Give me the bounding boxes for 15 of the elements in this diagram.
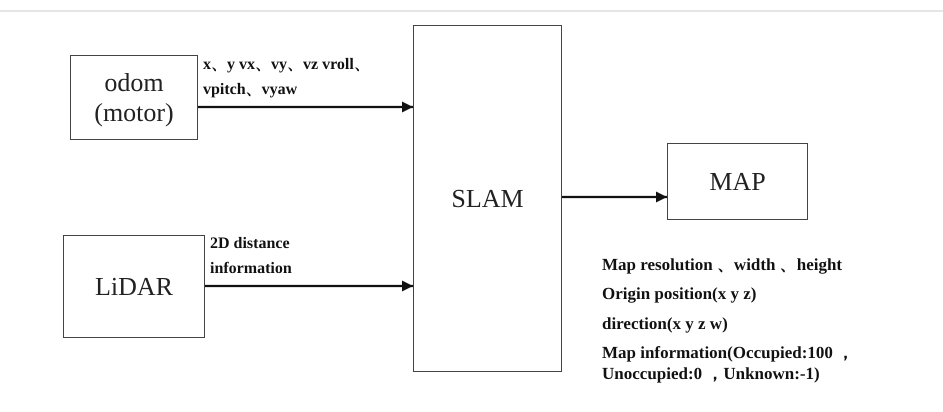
arrow xyxy=(205,280,413,292)
node-label: odom (motor) xyxy=(93,68,175,128)
annotation-text: direction(x y z w) xyxy=(602,314,729,334)
output-box xyxy=(667,143,808,220)
annotation-text: Map information(Occupied:100 ，Unoccupied:0 ，Unknown:-1) xyxy=(602,343,856,384)
node-label: SLAM xyxy=(451,184,524,214)
node-label: LiDAR xyxy=(95,272,173,302)
annotation-text: Origin position(x y z) xyxy=(602,284,758,305)
source-box xyxy=(63,235,205,338)
node-label: MAP xyxy=(709,166,766,196)
process-box xyxy=(413,25,562,372)
source-box xyxy=(70,55,198,140)
annotation-text: Map resolution 、width 、height xyxy=(602,255,844,276)
arrow xyxy=(562,192,667,202)
arrow xyxy=(198,102,413,112)
